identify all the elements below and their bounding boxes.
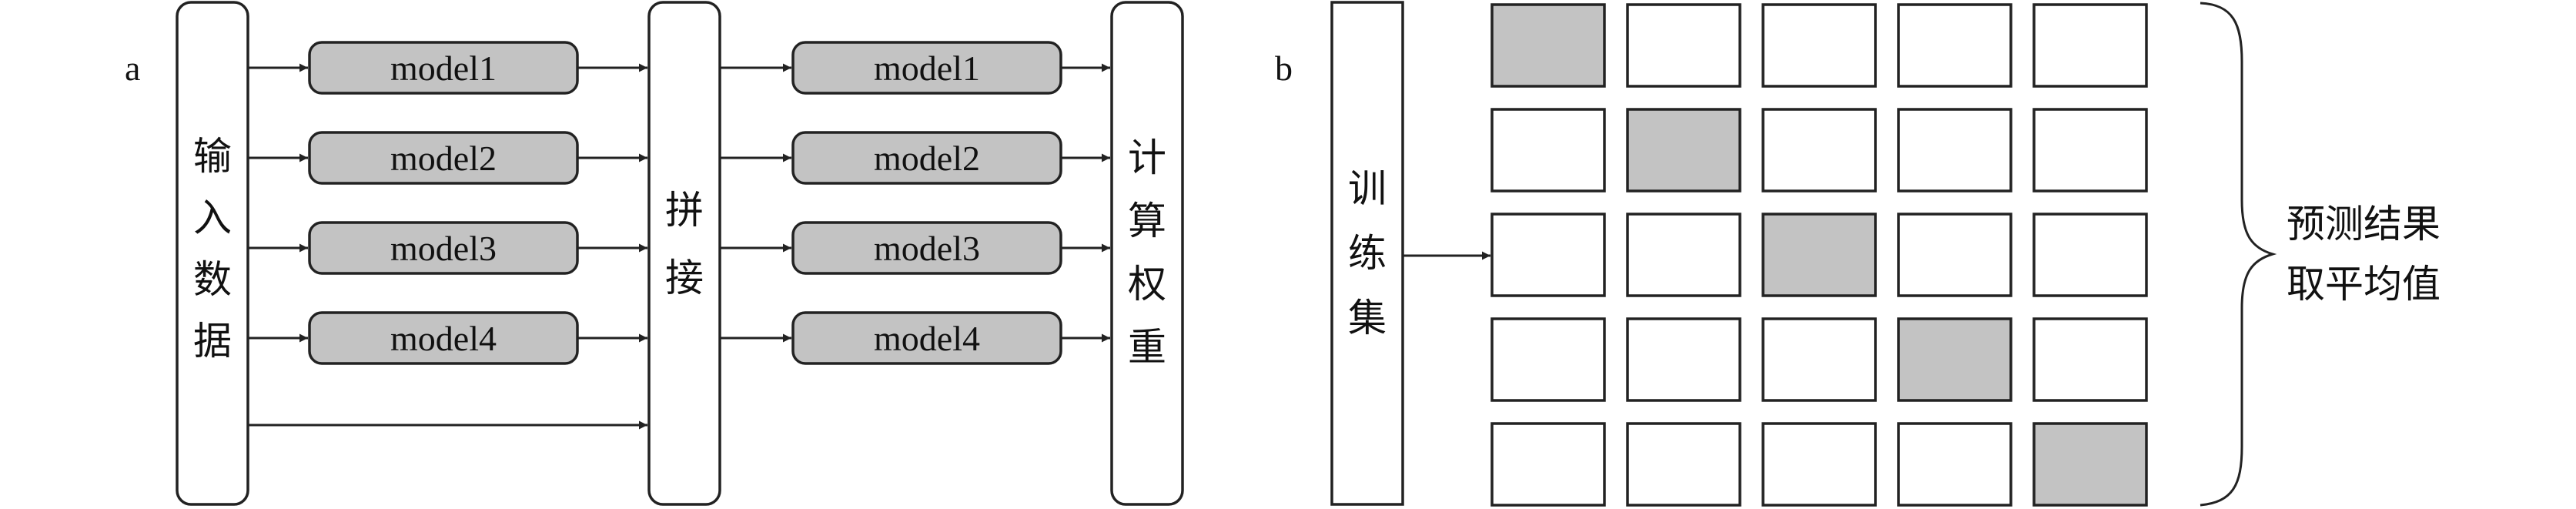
right-model-column: model1 model2 model3 model4	[720, 41, 1110, 365]
input-data-text: 输 入 数 据	[193, 134, 232, 363]
training-fold-cell	[1761, 108, 1877, 193]
training-fold-cell	[1761, 3, 1877, 88]
training-fold-cell	[1626, 213, 1741, 297]
validation-fold-cell	[1490, 3, 1606, 88]
panel-b: b 训 练 集 预测结果 取平均值	[1275, 1, 2441, 507]
train-char: 集	[1348, 296, 1387, 340]
validation-fold-cell	[1897, 317, 2012, 402]
brace-text-line: 取平均值	[2287, 262, 2441, 306]
panel-b-label: b	[1275, 49, 1293, 88]
training-fold-cell	[1897, 213, 2012, 297]
weight-text: 计 算 权 重	[1128, 136, 1166, 370]
input-char: 据	[193, 319, 232, 363]
training-fold-cell	[1897, 3, 2012, 88]
input-char: 入	[193, 196, 232, 240]
training-fold-cell	[1897, 108, 2012, 193]
model-label: model3	[874, 229, 980, 268]
model-label: model1	[874, 49, 980, 88]
training-fold-cell	[1490, 108, 1606, 193]
concat-box	[647, 1, 721, 506]
concat-text: 拼 接	[665, 188, 704, 300]
training-fold-cell	[1626, 3, 1741, 88]
training-fold-cell	[1626, 317, 1741, 402]
input-char: 数	[193, 257, 232, 302]
training-fold-cell	[1490, 213, 1606, 297]
validation-fold-cell	[1626, 108, 1741, 193]
train-char: 练	[1348, 231, 1387, 276]
training-fold-cell	[1490, 422, 1606, 507]
brace-text-line: 预测结果	[2287, 202, 2441, 246]
training-fold-cell	[1761, 317, 1877, 402]
train-char: 训	[1348, 166, 1387, 211]
model-label: model4	[390, 319, 497, 358]
training-fold-cell	[2032, 213, 2148, 297]
model-label: model2	[874, 139, 980, 178]
panel-a: a 输 入 数 据 拼 接 计 算 权 重 model1	[125, 1, 1184, 506]
training-fold-cell	[1761, 422, 1877, 507]
training-fold-cell	[2032, 317, 2148, 402]
weight-char: 算	[1128, 199, 1166, 243]
training-fold-cell	[1897, 422, 2012, 507]
concat-char: 接	[665, 256, 704, 300]
training-fold-cell	[2032, 108, 2148, 193]
concat-char: 拼	[665, 188, 704, 233]
left-model-column: model1 model2 model3 model4	[248, 41, 647, 430]
curly-brace	[2200, 2, 2277, 507]
model-label: model2	[390, 139, 497, 178]
training-fold-cell	[1490, 317, 1606, 402]
training-set-text: 训 练 集	[1348, 166, 1387, 340]
panel-a-label: a	[125, 49, 140, 88]
model-label: model4	[874, 319, 980, 358]
weight-char: 权	[1128, 262, 1166, 306]
training-fold-cell	[2032, 3, 2148, 88]
fold-grid	[1490, 3, 2148, 507]
validation-fold-cell	[2032, 422, 2148, 507]
validation-fold-cell	[1761, 213, 1877, 297]
training-fold-cell	[1626, 422, 1741, 507]
model-label: model1	[390, 49, 497, 88]
weight-box	[1110, 1, 1184, 506]
input-char: 输	[193, 134, 232, 179]
weight-char: 计	[1128, 136, 1166, 180]
weight-char: 重	[1128, 325, 1166, 370]
training-set-box	[1330, 1, 1404, 506]
input-data-box	[176, 1, 249, 506]
model-label: model3	[390, 229, 497, 268]
